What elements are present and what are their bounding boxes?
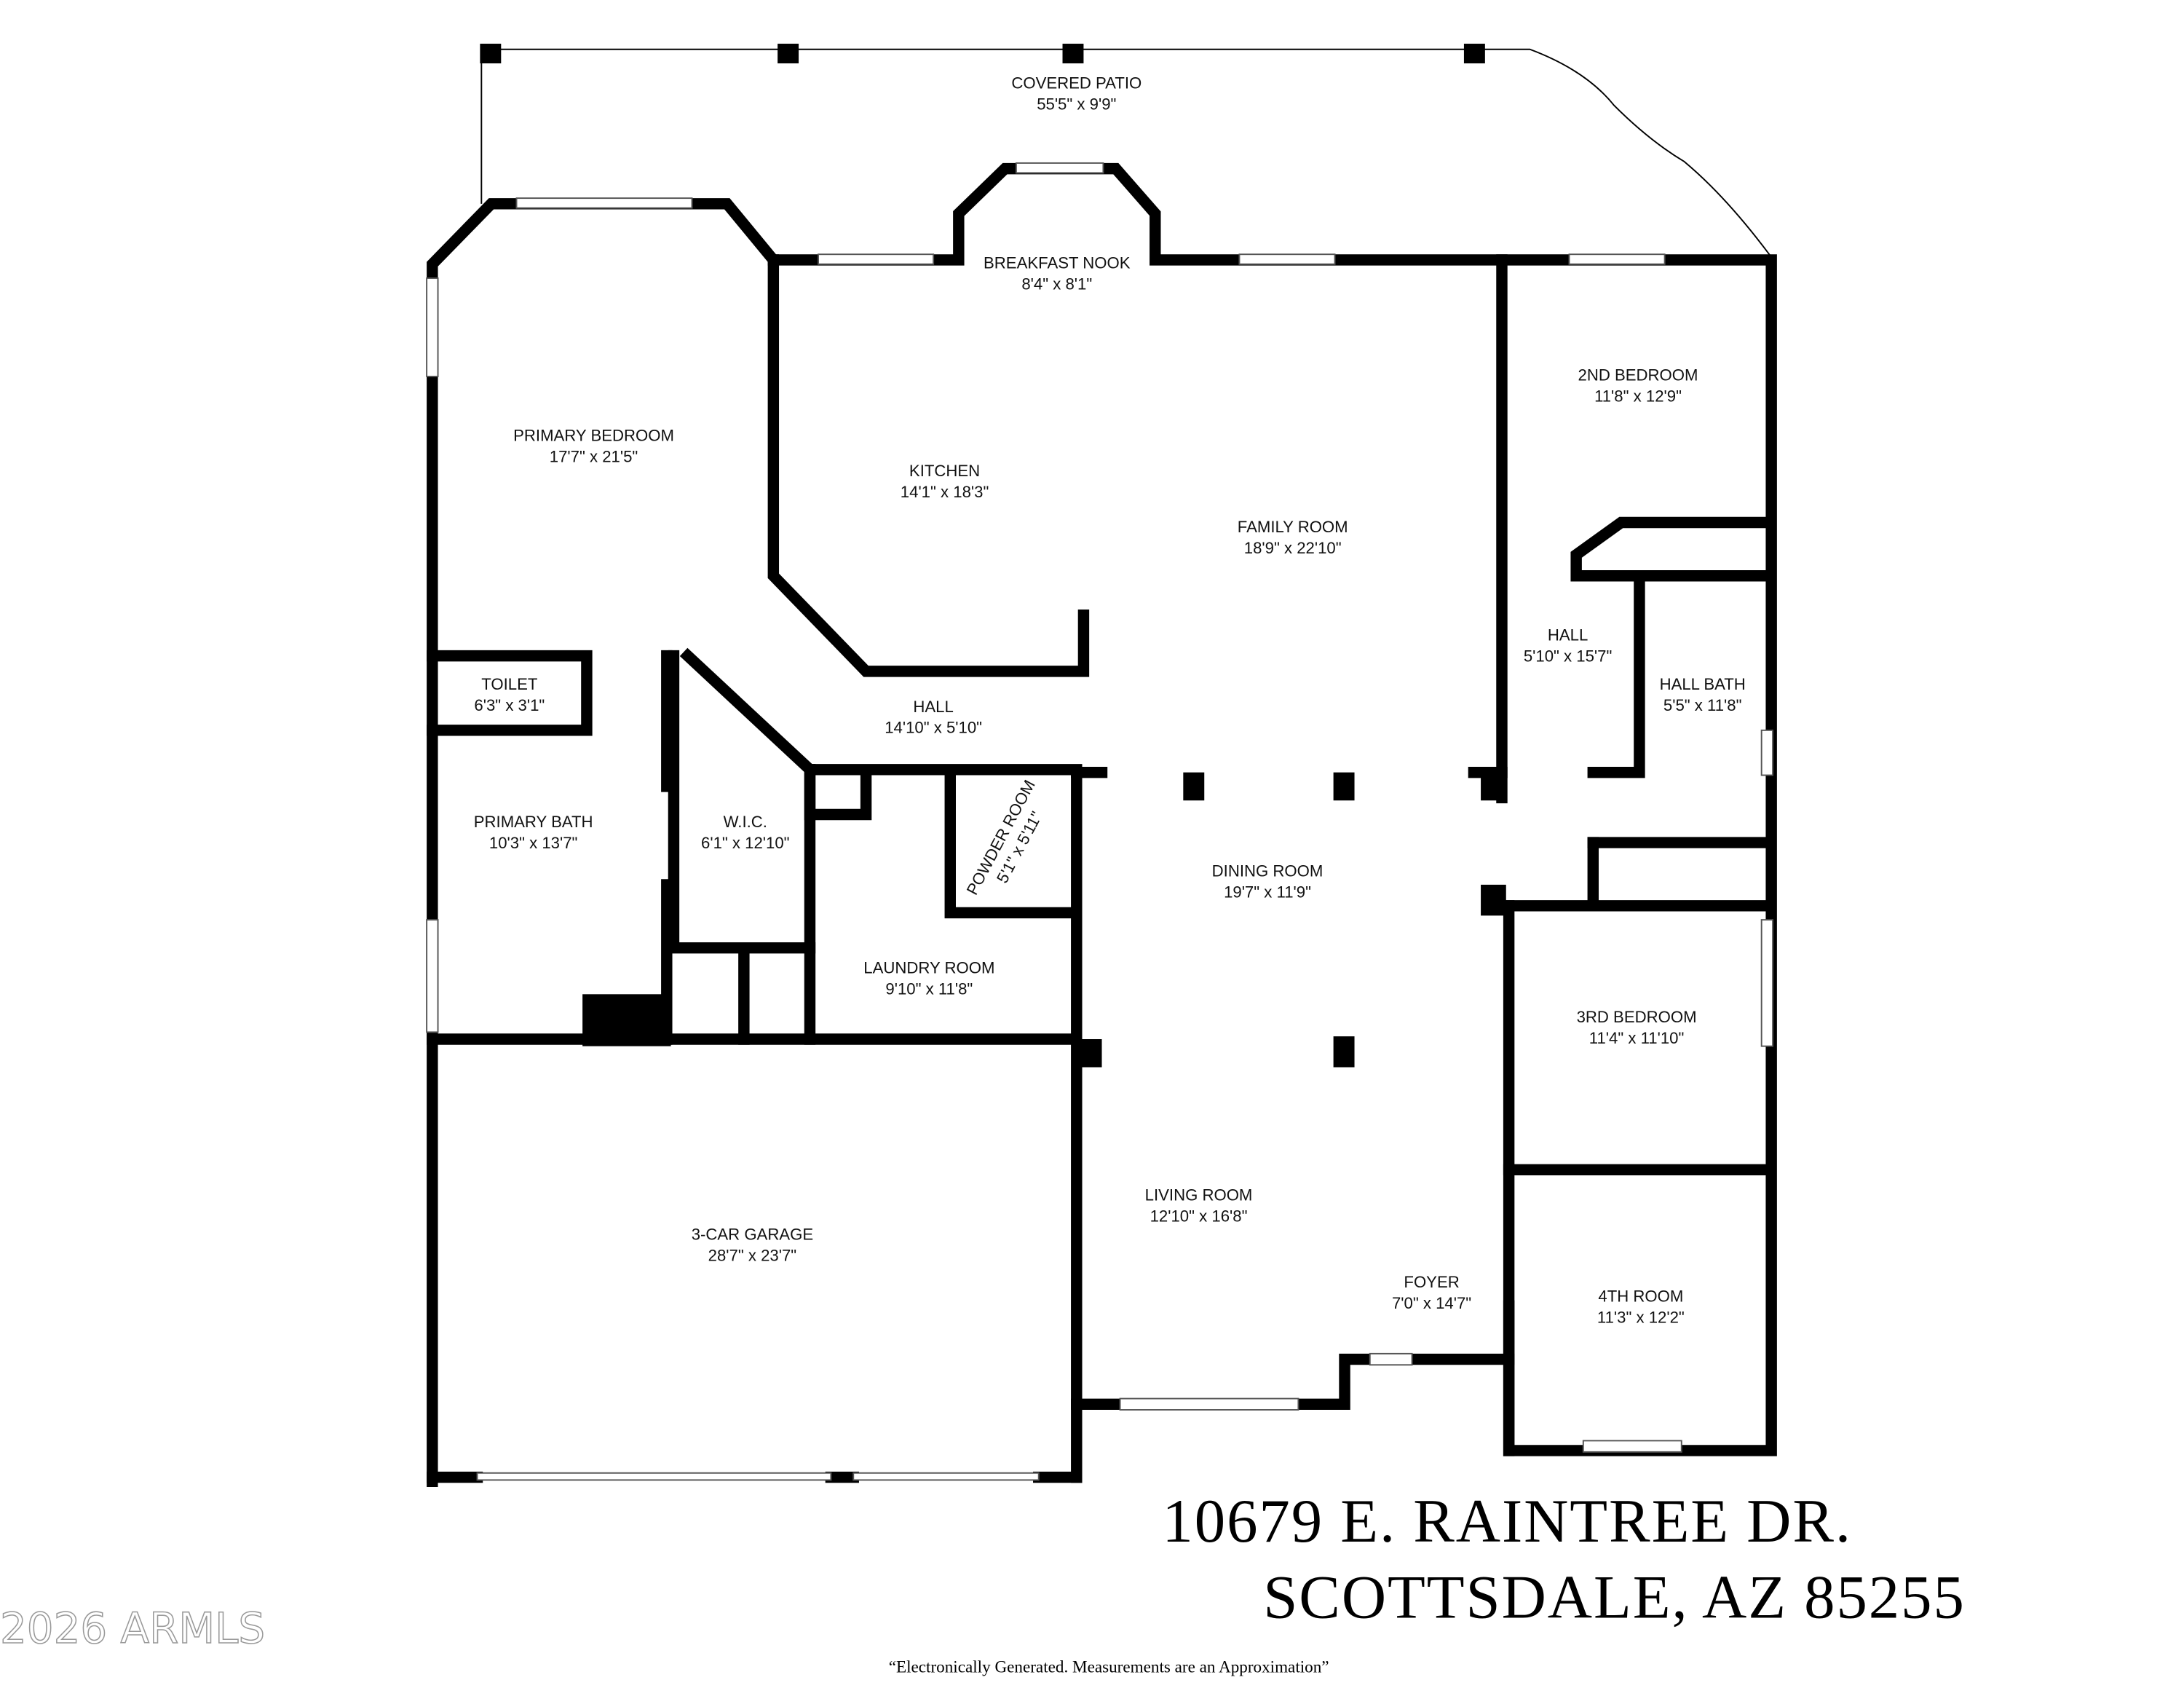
room-dims: 6'3" x 3'1" [474,696,545,714]
room-name: HALL [913,698,953,716]
room-dims: 7'0" x 14'7" [1392,1294,1471,1312]
room-dims: 12'10" x 16'8" [1150,1207,1248,1226]
address-line-2: SCOTTSDALE, AZ 85255 [1263,1563,1966,1631]
room-name: COVERED PATIO [1011,74,1142,92]
disclaimer: “Electronically Generated. Measurements … [889,1658,1329,1677]
room-dims: 55'5" x 9'9" [1037,95,1116,114]
room-name: 3-CAR GARAGE [692,1226,813,1244]
room-dims: 5'10" x 15'7" [1524,647,1613,665]
room-name: PRIMARY BEDROOM [513,427,674,445]
watermark: 2026 ARMLS [0,1604,265,1653]
room-dims: 14'10" x 5'10" [885,719,982,737]
room-dims: 11'3" x 12'2" [1597,1308,1685,1326]
room-dims: 19'7" x 11'9" [1224,883,1311,901]
room-dims: 6'1" x 12'10" [701,834,790,852]
room-name: HALL [1548,626,1588,644]
room-name: LIVING ROOM [1145,1186,1253,1204]
room-name: FOYER [1404,1273,1459,1291]
room-dims: 14'1" x 18'3" [901,483,989,501]
room-name: TOILET [481,675,538,693]
room-name: BREAKFAST NOOK [984,254,1131,272]
room-name: 2ND BEDROOM [1578,366,1698,384]
address-line-1: 10679 E. RAINTREE DR. [1162,1487,1852,1555]
room-name: FAMILY ROOM [1238,518,1348,536]
room-dims: 10'3" x 13'7" [489,834,578,852]
room-labels: COVERED PATIO 55'5" x 9'9" BREAKFAST NOO… [474,74,1746,1327]
patio-outline [480,44,1772,258]
room-dims: 28'7" x 23'7" [708,1247,797,1265]
room-name: KITCHEN [909,462,980,480]
windows [426,162,1774,1481]
room-dims: 9'10" x 11'8" [885,979,973,998]
room-name: HALL BATH [1660,675,1746,693]
room-name: W.I.C. [724,813,767,831]
room-name: PRIMARY BATH [474,813,593,831]
walls [427,162,1777,1488]
room-name: LAUNDRY ROOM [863,958,994,977]
room-dims: 17'7" x 21'5" [550,448,638,466]
room-dims: 5'5" x 11'8" [1663,696,1742,714]
room-name: 3RD BEDROOM [1577,1008,1697,1026]
room-dims: 11'8" x 12'9" [1594,387,1682,406]
room-name: DINING ROOM [1212,861,1324,880]
room-dims: 18'9" x 22'10" [1244,539,1342,557]
room-dims: 11'4" x 11'10" [1589,1029,1685,1047]
room-dims: 8'4" x 8'1" [1021,275,1092,293]
room-name: 4TH ROOM [1598,1287,1683,1306]
